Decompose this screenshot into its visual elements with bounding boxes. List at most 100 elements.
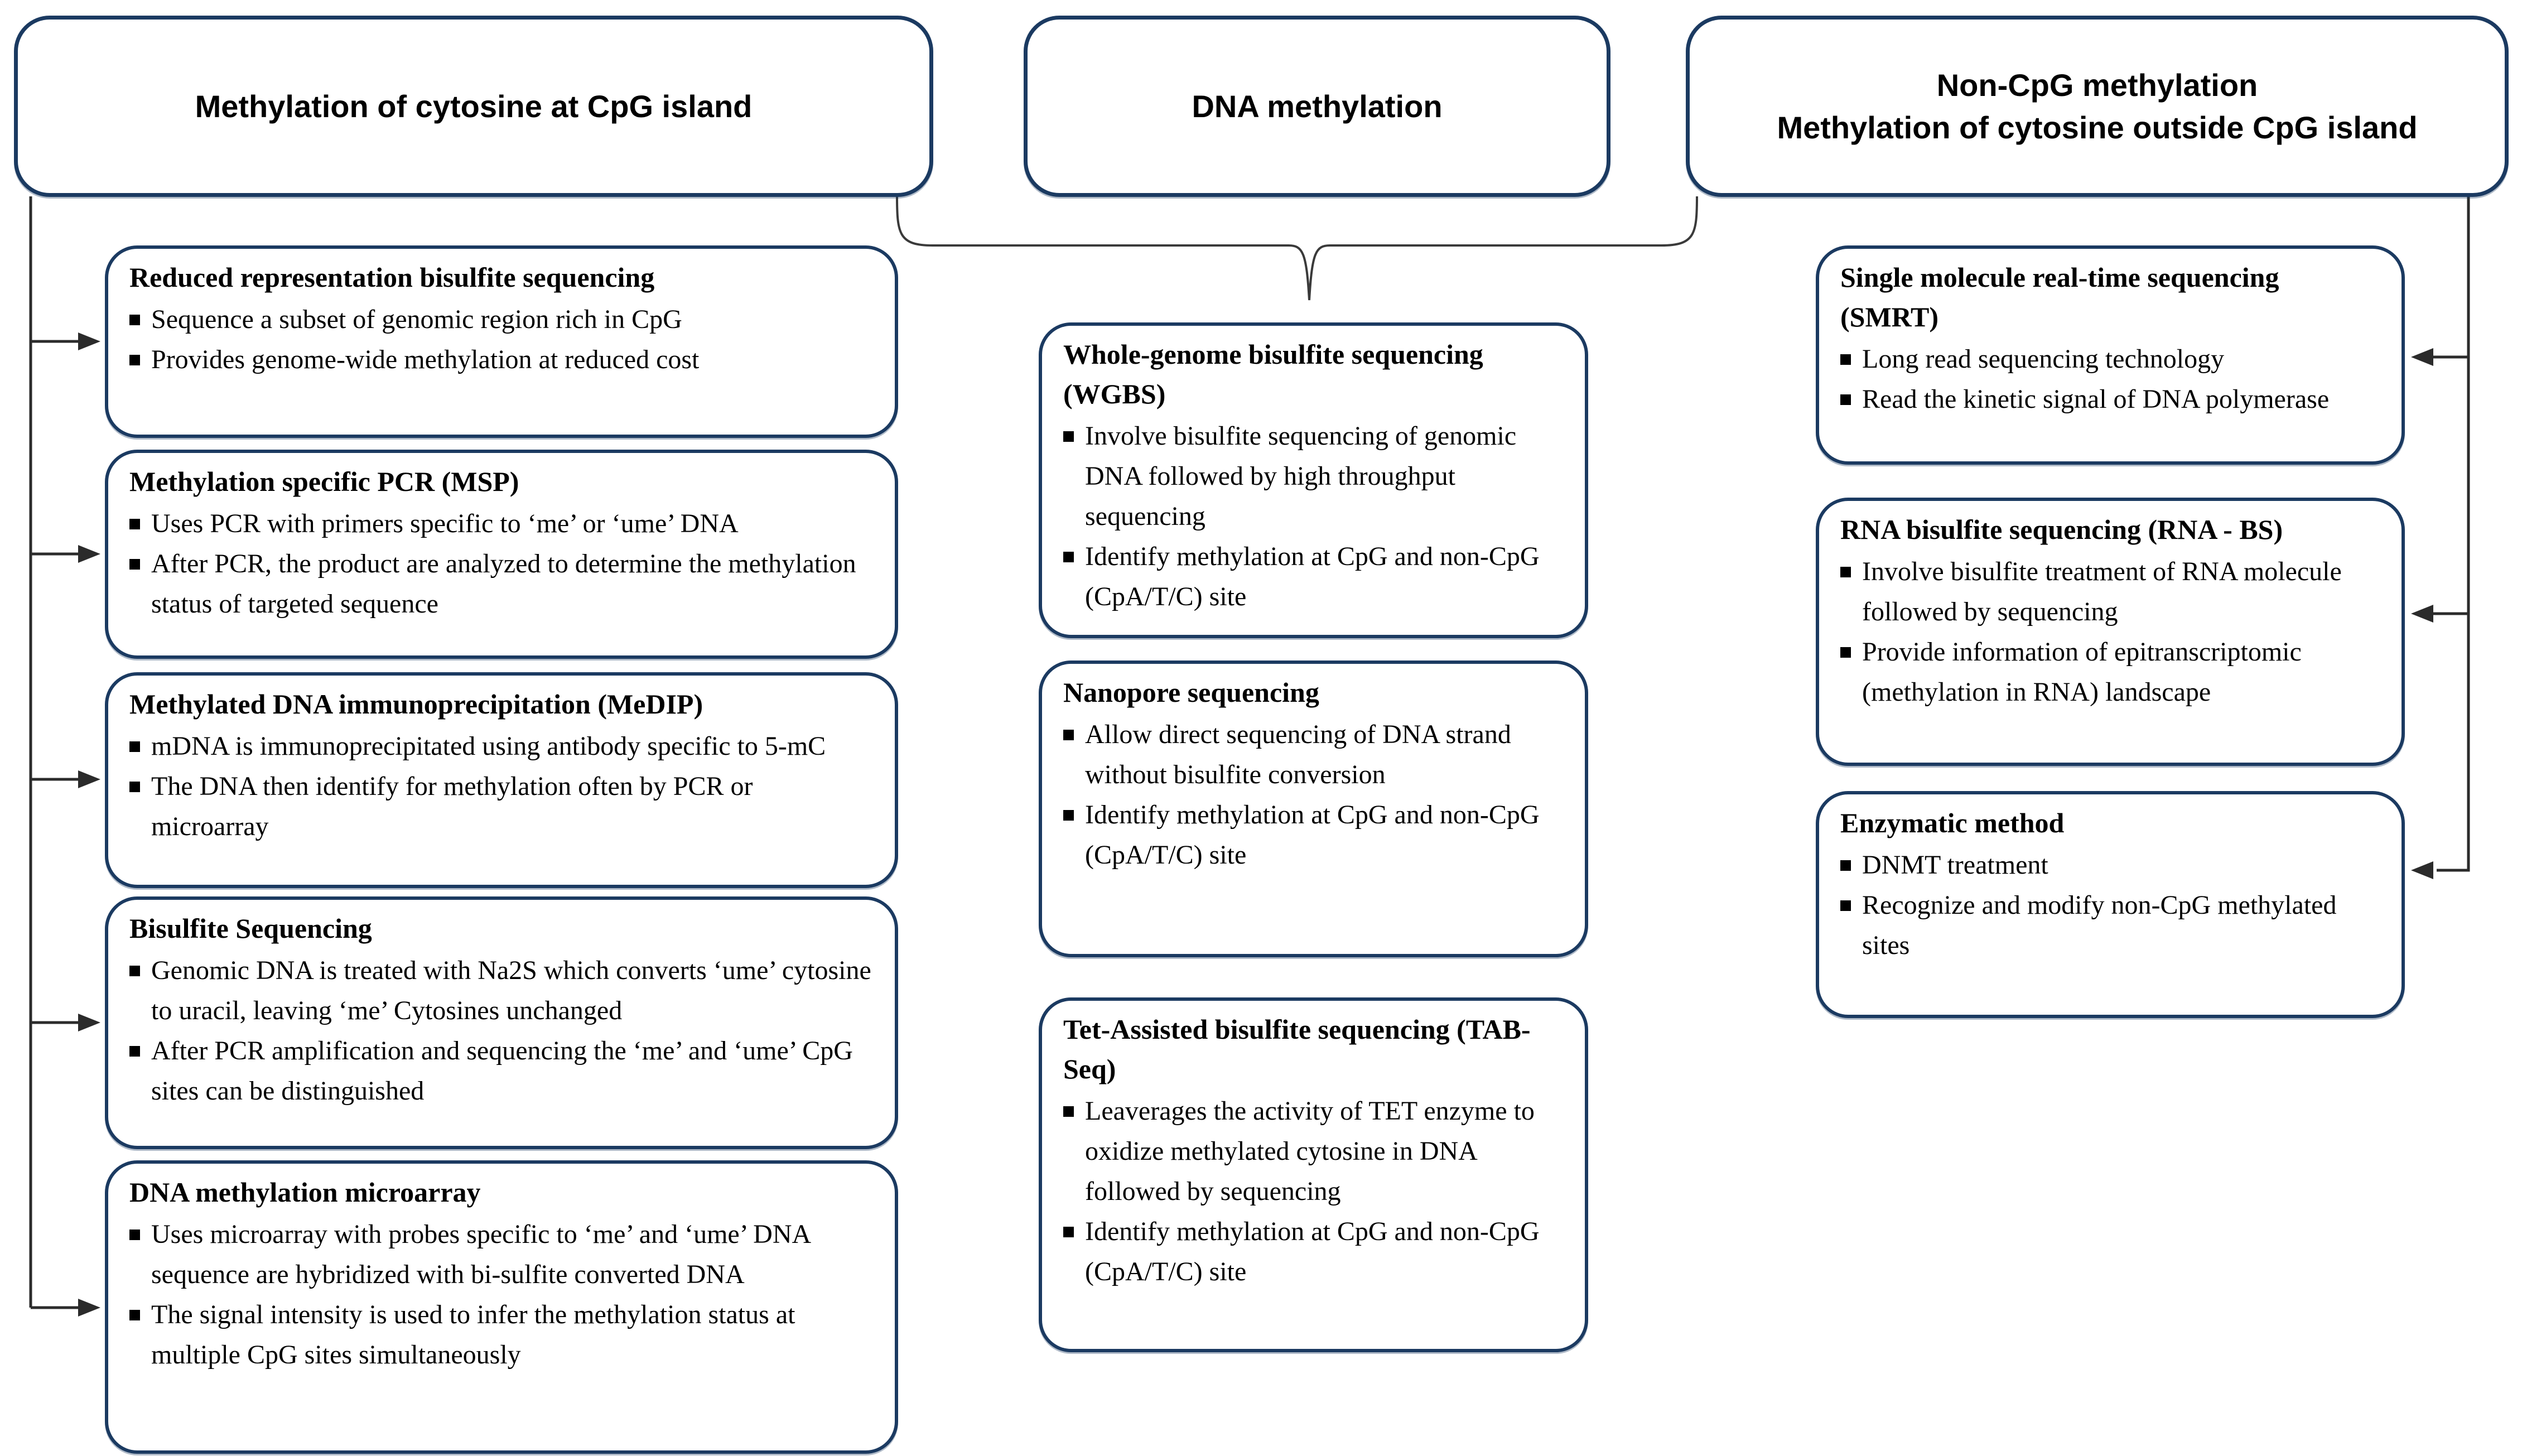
bullet-text: Uses PCR with primers specific to ‘me’ o… bbox=[151, 509, 739, 538]
bullet-item: Identify methylation at CpG and non-CpG … bbox=[1063, 795, 1564, 875]
bullet-square-icon bbox=[1063, 552, 1074, 562]
method-box-bisulfite-seq: Bisulfite Sequencing Genomic DNA is trea… bbox=[105, 896, 898, 1149]
bullet-square-icon bbox=[1840, 567, 1851, 577]
bullet-square-icon bbox=[1840, 394, 1851, 405]
bullet-square-icon bbox=[129, 355, 140, 365]
bullet-square-icon bbox=[1063, 730, 1074, 740]
bullet-item: Provide information of epitranscriptomic… bbox=[1840, 632, 2380, 712]
method-box-smrt: Single molecule real-time sequencing (SM… bbox=[1816, 245, 2405, 465]
bullet-square-icon bbox=[129, 519, 140, 529]
bullet-item: Genomic DNA is treated with Na2S which c… bbox=[129, 951, 874, 1031]
bullet-item: Sequence a subset of genomic region rich… bbox=[129, 300, 874, 340]
method-box-nanopore: Nanopore sequencing Allow direct sequenc… bbox=[1039, 660, 1588, 957]
bullet-item: The DNA then identify for methylation of… bbox=[129, 766, 874, 847]
method-box-tab-seq: Tet-Assisted bisulfite sequencing (TAB-S… bbox=[1039, 997, 1588, 1352]
bullet-square-icon bbox=[129, 315, 140, 325]
bullet-item: Long read sequencing technology bbox=[1840, 339, 2380, 379]
bullet-text: Allow direct sequencing of DNA strand wi… bbox=[1085, 720, 1511, 789]
header-box-dna-methylation: DNA methylation bbox=[1024, 16, 1610, 197]
bullet-item: Allow direct sequencing of DNA strand wi… bbox=[1063, 715, 1564, 795]
bullet-text: After PCR, the product are analyzed to d… bbox=[151, 549, 856, 619]
bullet-text: Provides genome-wide methylation at redu… bbox=[151, 345, 700, 374]
bullet-text: Leaverages the activity of TET enzyme to… bbox=[1085, 1096, 1535, 1206]
bullet-square-icon bbox=[129, 1310, 140, 1320]
header-box-cpg: Methylation of cytosine at CpG island bbox=[14, 16, 933, 197]
box-title: Methylation specific PCR (MSP) bbox=[129, 466, 519, 497]
bullet-square-icon bbox=[1840, 860, 1851, 871]
box-title: Bisulfite Sequencing bbox=[129, 913, 372, 944]
bullet-text: Identify methylation at CpG and non-CpG … bbox=[1085, 1217, 1540, 1286]
right-spine-line bbox=[2437, 190, 2470, 872]
bullet-text: Genomic DNA is treated with Na2S which c… bbox=[151, 956, 871, 1025]
method-box-wgbs: Whole-genome bisulfite sequencing (WGBS)… bbox=[1039, 322, 1588, 638]
bullet-square-icon bbox=[129, 1230, 140, 1240]
bullet-text: DNMT treatment bbox=[1862, 850, 2048, 880]
bullet-text: The DNA then identify for methylation of… bbox=[151, 772, 753, 841]
method-box-methylation-microarray: DNA methylation microarray Uses microarr… bbox=[105, 1160, 898, 1454]
method-box-msp: Methylation specific PCR (MSP) Uses PCR … bbox=[105, 450, 898, 659]
bullet-item: mDNA is immunoprecipitated using antibod… bbox=[129, 726, 874, 766]
bullet-item: After PCR amplification and sequencing t… bbox=[129, 1031, 874, 1111]
bullet-square-icon bbox=[1063, 810, 1074, 821]
arrow-left-icon bbox=[2411, 861, 2433, 879]
bullet-item: Identify methylation at CpG and non-CpG … bbox=[1063, 537, 1564, 617]
method-box-rna-bs: RNA bisulfite sequencing (RNA - BS) Invo… bbox=[1816, 498, 2405, 766]
bullet-item: After PCR, the product are analyzed to d… bbox=[129, 544, 874, 624]
bullet-square-icon bbox=[129, 782, 140, 792]
arrow-right-icon bbox=[78, 1299, 100, 1317]
bullet-square-icon bbox=[1840, 900, 1851, 911]
header-label-line1: Non-CpG methylation bbox=[1936, 67, 2258, 103]
bullet-item: Leaverages the activity of TET enzyme to… bbox=[1063, 1091, 1564, 1212]
header-label: DNA methylation bbox=[1192, 88, 1443, 124]
bullet-text: Recognize and modify non-CpG methylated … bbox=[1862, 890, 2337, 960]
bullet-text: Identify methylation at CpG and non-CpG … bbox=[1085, 542, 1540, 611]
bullet-text: Sequence a subset of genomic region rich… bbox=[151, 305, 682, 334]
arrow-left-icon bbox=[2411, 348, 2433, 366]
arrow-right-icon bbox=[78, 770, 100, 788]
bullet-item: Uses PCR with primers specific to ‘me’ o… bbox=[129, 504, 874, 544]
bullet-text: mDNA is immunoprecipitated using antibod… bbox=[151, 731, 826, 761]
bullet-text: The signal intensity is used to infer th… bbox=[151, 1300, 795, 1370]
bullet-text: Identify methylation at CpG and non-CpG … bbox=[1085, 800, 1540, 870]
bullet-square-icon bbox=[129, 966, 140, 976]
bullet-square-icon bbox=[1063, 431, 1074, 442]
header-label-line2: Methylation of cytosine outside CpG isla… bbox=[1777, 109, 2418, 145]
bullet-item: The signal intensity is used to infer th… bbox=[129, 1295, 874, 1375]
bullet-text: Uses microarray with probes specific to … bbox=[151, 1219, 810, 1289]
box-title: Reduced representation bisulfite sequenc… bbox=[129, 262, 655, 293]
bullet-text: Read the kinetic signal of DNA polymeras… bbox=[1862, 384, 2330, 414]
bullet-item: DNMT treatment bbox=[1840, 845, 2380, 885]
bullet-text: After PCR amplification and sequencing t… bbox=[151, 1036, 853, 1106]
box-title: Single molecule real-time sequencing (SM… bbox=[1840, 262, 2279, 332]
arrow-right-icon bbox=[78, 545, 100, 563]
box-title: Tet-Assisted bisulfite sequencing (TAB-S… bbox=[1063, 1014, 1531, 1084]
bullet-square-icon bbox=[1840, 647, 1851, 658]
box-title: Nanopore sequencing bbox=[1063, 677, 1319, 708]
method-box-rrbs: Reduced representation bisulfite sequenc… bbox=[105, 245, 898, 438]
bullet-square-icon bbox=[129, 1046, 140, 1057]
bullet-text: Involve bisulfite sequencing of genomic … bbox=[1085, 421, 1517, 531]
bullet-square-icon bbox=[129, 559, 140, 570]
method-box-medip: Methylated DNA immunoprecipitation (MeDI… bbox=[105, 672, 898, 888]
arrow-left-icon bbox=[2411, 605, 2433, 623]
bullet-square-icon bbox=[129, 741, 140, 752]
bullet-square-icon bbox=[1840, 354, 1851, 365]
bullet-item: Involve bisulfite sequencing of genomic … bbox=[1063, 416, 1564, 537]
brace-connector bbox=[896, 196, 1698, 301]
bullet-square-icon bbox=[1063, 1227, 1074, 1237]
method-box-enzymatic: Enzymatic method DNMT treatment Recogniz… bbox=[1816, 791, 2405, 1018]
arrow-right-icon bbox=[78, 1014, 100, 1031]
header-label: Methylation of cytosine at CpG island bbox=[195, 88, 753, 124]
bullet-item: Uses microarray with probes specific to … bbox=[129, 1214, 874, 1295]
bullet-square-icon bbox=[1063, 1106, 1074, 1117]
bullet-item: Read the kinetic signal of DNA polymeras… bbox=[1840, 379, 2380, 420]
box-title: Enzymatic method bbox=[1840, 807, 2065, 838]
bullet-item: Involve bisulfite treatment of RNA molec… bbox=[1840, 552, 2380, 632]
arrow-right-icon bbox=[78, 332, 100, 350]
bullet-text: Involve bisulfite treatment of RNA molec… bbox=[1862, 557, 2342, 626]
header-box-non-cpg: Non-CpG methylation Methylation of cytos… bbox=[1686, 16, 2509, 197]
box-title: DNA methylation microarray bbox=[129, 1177, 481, 1208]
box-title: Whole-genome bisulfite sequencing (WGBS) bbox=[1063, 339, 1483, 409]
